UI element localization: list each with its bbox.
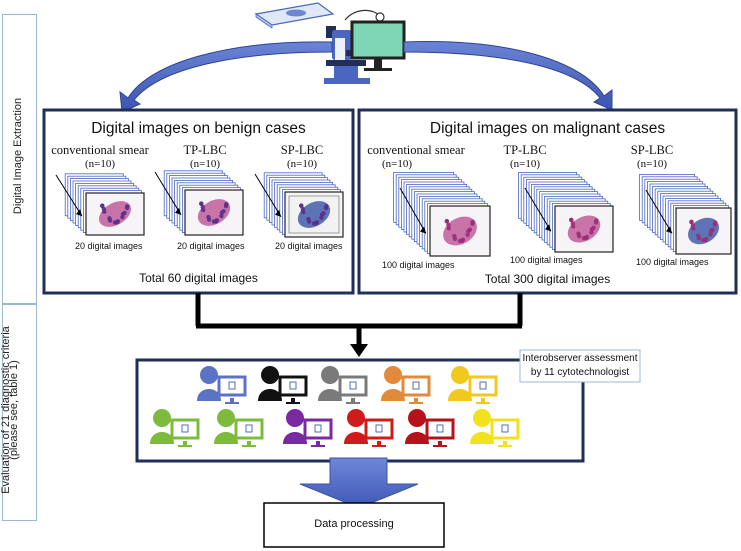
stack-pointer-arrow-4 (399, 187, 427, 234)
data-processing-box (263, 502, 445, 548)
malignant-cat-1-caption: 100 digital images (382, 260, 455, 270)
benign-cat-3-n: (n=10) (286, 158, 318, 170)
image-stack-5 (518, 171, 614, 253)
cytotechnologist-4 (381, 366, 431, 404)
benign-cat-2-name: TP-LBC (183, 143, 227, 157)
cytotechnologist-3 (318, 366, 368, 404)
cytotechnologist-1 (197, 366, 247, 404)
benign-total: Total 60 digital images (139, 271, 258, 285)
cytotechnologist-9 (344, 409, 394, 447)
micrograph-2 (184, 189, 244, 236)
cytotechnologist-2 (258, 366, 308, 404)
microscope-icon (324, 9, 385, 84)
malignant-cat-1-n: (n=10) (381, 158, 413, 170)
cytotechnologist-6 (150, 409, 200, 447)
person-icon (153, 409, 171, 427)
image-stack-6 (639, 173, 732, 255)
assessment-note-line-1: Interobserver assessment (522, 353, 638, 364)
assessment-note-line-2: by 11 cytotechnologist (530, 367, 630, 378)
person-icon (261, 366, 279, 384)
benign-cat-1-name: conventional smear (51, 143, 149, 157)
person-icon (451, 366, 469, 384)
cytotechnologist-8 (283, 409, 333, 447)
malignant-cat-2-name: TP-LBC (503, 143, 547, 157)
curved-arrow-left (119, 41, 333, 113)
malignant-cat-2-caption: 100 digital images (510, 255, 583, 265)
stack-pointer-arrow-1 (55, 174, 83, 217)
person-icon (347, 409, 365, 427)
benign-cat-3-name: SP-LBC (280, 143, 324, 157)
benign-cat-1-n: (n=10) (84, 158, 116, 170)
glass-slide-icon (254, 2, 335, 29)
extraction-side-box (2, 14, 37, 304)
person-icon (384, 366, 402, 384)
malignant-cat-3-n: (n=10) (636, 158, 668, 170)
stack-pointer-arrow-5 (524, 187, 552, 232)
person-icon (473, 409, 491, 427)
down-arrow (299, 457, 419, 509)
cytotechnologist-11 (470, 409, 520, 447)
benign-cat-1-caption: 20 digital images (75, 241, 143, 251)
stack-pointer-arrow-6 (645, 189, 673, 234)
stack-pointer-arrow-2 (154, 171, 182, 216)
malignant-title: Digital images on malignant cases (429, 120, 666, 137)
image-stack-1 (55, 173, 145, 236)
image-stack-3 (254, 172, 344, 238)
cytotechnologist-10 (405, 409, 455, 447)
benign-cat-3-caption: 20 digital images (275, 241, 343, 251)
cytotechnologist-7 (214, 409, 264, 447)
data-processing-label: Data processing (314, 518, 394, 530)
benign-title: Digital images on benign cases (91, 120, 306, 137)
merge-connector (195, 293, 523, 357)
malignant-cat-1-name: conventional smear (367, 143, 465, 157)
person-icon (200, 366, 218, 384)
malignant-cat-2-n: (n=10) (509, 158, 541, 170)
person-icon (217, 409, 235, 427)
malignant-total: Total 300 digital images (484, 272, 611, 286)
evaluation-side-box (2, 304, 37, 521)
assessment-note-box (519, 349, 641, 383)
cytotechnologist-5 (448, 366, 498, 404)
image-stack-2 (154, 170, 244, 236)
malignant-cat-3-caption: 100 digital images (636, 257, 709, 267)
person-icon (286, 409, 304, 427)
monitor-icon (350, 20, 406, 71)
curved-arrow-right (403, 41, 613, 111)
benign-cat-2-n: (n=10) (189, 158, 221, 170)
malignant-cat-3-name: SP-LBC (630, 143, 674, 157)
stack-pointer-arrow-3 (254, 173, 282, 218)
benign-cat-2-caption: 20 digital images (177, 241, 245, 251)
person-icon (321, 366, 339, 384)
person-icon (408, 409, 426, 427)
image-stack-4 (393, 171, 491, 257)
